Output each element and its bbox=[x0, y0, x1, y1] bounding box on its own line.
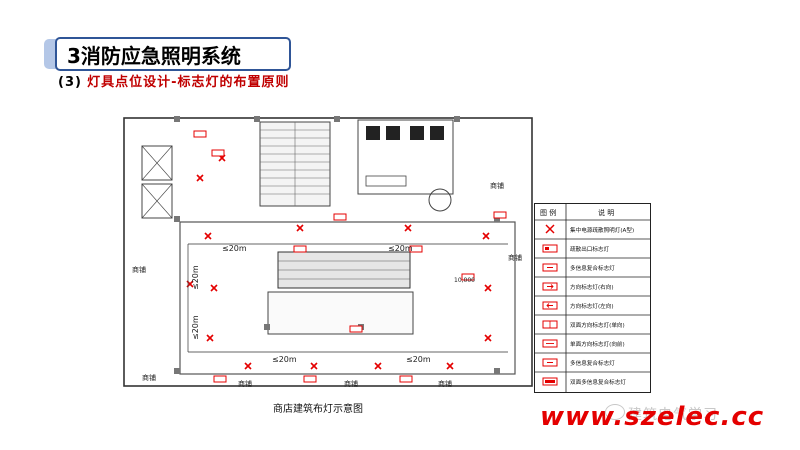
legend-row-text-7: 单面方向标志灯(向前) bbox=[570, 340, 625, 348]
level-label: 10,000 bbox=[454, 277, 475, 284]
direction-left-icon bbox=[542, 301, 558, 310]
mall-hall-boundary bbox=[179, 221, 516, 375]
distance-label-1: ≤20m bbox=[222, 244, 247, 253]
floor-plan-diagram: ≤20m ≤20m ≤20m ≤20m ≤20m ≤20m 商铺 商铺 商铺 商… bbox=[118, 104, 540, 420]
atrium-void bbox=[267, 291, 414, 335]
double-direction-icon bbox=[542, 320, 558, 329]
slide-subtitle: (3) 灯具点位设计-标志灯的布置原则 bbox=[58, 75, 289, 91]
wechat-icon bbox=[605, 404, 625, 420]
legend-table: 图 例 说 明 集中电源疏散照明灯(A型) 疏散出口标志灯 多信息复合标志灯 方… bbox=[534, 203, 651, 393]
elevator-1 bbox=[141, 145, 173, 181]
slide-title: 3消防应急照明系统 bbox=[55, 37, 291, 71]
sign-markers bbox=[193, 130, 507, 383]
multi-info-sign-icon bbox=[542, 263, 558, 272]
shop-label-right-1: 商铺 bbox=[490, 181, 504, 190]
subtitle-number: (3) bbox=[58, 75, 82, 90]
direction-right-icon bbox=[542, 282, 558, 291]
legend-header-icon: 图 例 bbox=[540, 208, 556, 217]
footer-url[interactable]: www.szelec.cc bbox=[540, 402, 765, 432]
distance-label-6: ≤20m bbox=[191, 315, 200, 340]
legend-row-text-2: 疏散出口标志灯 bbox=[570, 245, 610, 253]
distance-label-2: ≤20m bbox=[388, 244, 413, 253]
distance-label-3: ≤20m bbox=[272, 355, 297, 364]
legend-row-text-4: 方向标志灯(右向) bbox=[570, 283, 614, 291]
outer-wall bbox=[123, 117, 533, 387]
shop-label-right-2: 商铺 bbox=[508, 253, 522, 262]
legend-header-desc: 说 明 bbox=[598, 208, 614, 217]
legend-svg: 图 例 说 明 集中电源疏散照明灯(A型) 疏散出口标志灯 多信息复合标志灯 方… bbox=[534, 203, 651, 393]
plan-caption: 商店建筑布灯示意图 bbox=[273, 402, 363, 415]
x-cross-icon bbox=[545, 224, 555, 234]
subtitle-text: 灯具点位设计-标志灯的布置原则 bbox=[87, 75, 290, 90]
legend-row-text-6: 双面方向标志灯(单向) bbox=[570, 321, 625, 329]
legend-row-text-1: 集中电源疏散照明灯(A型) bbox=[570, 226, 634, 234]
shop-label-bottom-3: 商铺 bbox=[438, 379, 452, 388]
elevator-2 bbox=[141, 183, 173, 219]
shop-label-bottom-2: 商铺 bbox=[344, 379, 358, 388]
double-multi-icon bbox=[542, 377, 558, 386]
distance-label-4: ≤20m bbox=[406, 355, 431, 364]
legend-row-text-5: 方向标志灯(左向) bbox=[570, 302, 614, 310]
legend-row-text-3: 多信息复合标志灯 bbox=[570, 264, 615, 272]
single-double-icon bbox=[542, 339, 558, 348]
exit-sign-icon bbox=[542, 244, 558, 253]
shop-label-bottom-1: 商铺 bbox=[238, 379, 252, 388]
round-room bbox=[428, 188, 452, 212]
shop-label-left-2: 商铺 bbox=[142, 373, 156, 382]
watermark-text: 建筑电气学习 bbox=[628, 407, 718, 423]
distance-label-5: ≤20m bbox=[191, 265, 200, 290]
shop-label-left-1: 商铺 bbox=[132, 265, 146, 274]
slide-title-text: 3消防应急照明系统 bbox=[67, 43, 241, 68]
floor-plan-svg: ≤20m ≤20m ≤20m ≤20m ≤20m ≤20m 商铺 商铺 商铺 商… bbox=[123, 116, 533, 415]
legend-row-text-9: 双面多信息复合标志灯 bbox=[570, 378, 626, 386]
legend-row-text-8: 多信息复合标志灯 bbox=[570, 359, 615, 367]
multi-info-sign-icon-2 bbox=[542, 358, 558, 367]
restroom-block bbox=[357, 119, 454, 195]
